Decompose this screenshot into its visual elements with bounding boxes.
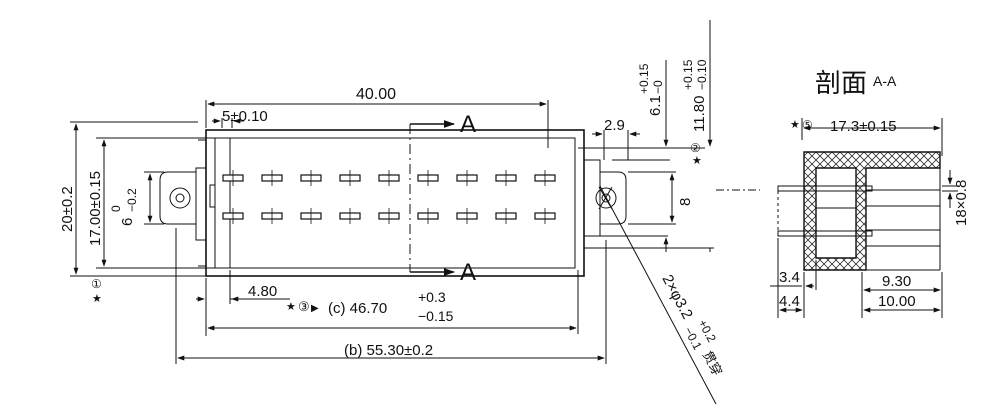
dim-11-8: 11.80 +0.15 −0.10 ② ★ bbox=[681, 20, 713, 252]
dim-20: 20±0.2 bbox=[59, 121, 206, 277]
dim-4-8: 4.80 bbox=[196, 270, 290, 336]
housing-outline bbox=[205, 129, 585, 277]
section-pin-lower bbox=[777, 230, 873, 237]
dim-4-4-text: 4.4 bbox=[779, 293, 800, 310]
dim-2-9: 2.9 bbox=[592, 117, 640, 160]
contact-pins bbox=[222, 170, 556, 224]
dim-11-8-upper: +0.15 bbox=[681, 59, 695, 90]
dim-6-text: 6 bbox=[119, 218, 136, 226]
dim-5-text: 5±0.10 bbox=[222, 108, 268, 125]
section-pin-upper bbox=[777, 185, 873, 192]
marker-5: ⑤ bbox=[802, 118, 813, 132]
dim-11-8-text: 11.80 bbox=[691, 96, 708, 132]
hole-callout-note: 贯穿 bbox=[700, 348, 725, 378]
dim-6-1-upper: +0.15 bbox=[637, 63, 651, 94]
section-title-suffix: A-A bbox=[873, 73, 897, 89]
dim-40: 40.00 bbox=[205, 86, 549, 148]
section-title: 剖面 bbox=[815, 68, 867, 98]
dim-11-8-lower: −0.10 bbox=[695, 59, 709, 90]
hole-callout: 2×φ3.2 +0.2 −0.1 贯穿 bbox=[599, 185, 725, 405]
dim-c-upper: +0.3 bbox=[418, 289, 446, 305]
right-mounting-ear bbox=[583, 159, 627, 237]
star-icon: ★ bbox=[790, 119, 800, 131]
dim-6: 6 0 −0.2 bbox=[109, 171, 164, 226]
arrow-right-icon: ▶ bbox=[311, 303, 319, 314]
dim-6-lower: −0.2 bbox=[125, 188, 139, 212]
dim-9-30-text: 9.30 bbox=[882, 273, 911, 290]
dim-c-text: (c) 46.70 bbox=[328, 300, 387, 317]
dim-3-4-text: 3.4 bbox=[779, 269, 800, 286]
dim-6-1: 6.1 +0.15 −0 bbox=[637, 60, 669, 252]
dim-8: 8 bbox=[669, 173, 694, 223]
marker-1: ① bbox=[91, 277, 102, 291]
marker-3: ③ bbox=[298, 299, 310, 314]
star-icon: ★ bbox=[692, 155, 702, 167]
dim-6-1-lower: −0 bbox=[651, 80, 665, 94]
dim-18x0-8-text: 18×0.8 bbox=[953, 180, 970, 226]
dim-6-1-text: 6.1 bbox=[647, 95, 664, 116]
dim-17-3-text: 17.3±0.15 bbox=[830, 118, 897, 135]
dim-10-00-text: 10.00 bbox=[878, 293, 916, 310]
hole-callout-text: 2×φ3.2 bbox=[658, 272, 695, 322]
dim-2-9-text: 2.9 bbox=[604, 117, 625, 134]
dim-b-text: (b) 55.30±0.2 bbox=[344, 342, 433, 359]
star-icon: ★ bbox=[286, 301, 296, 313]
dim-17-text: 17.00±0.15 bbox=[87, 171, 104, 246]
dim-c-lower: −0.15 bbox=[418, 308, 454, 324]
dim-17: 17.00±0.15 ① ★ bbox=[87, 137, 215, 305]
section-letter-top: A bbox=[460, 111, 476, 138]
section-view: 剖面 A-A ★ ⑤ 17.3±0.15 18×0.8 bbox=[770, 68, 970, 318]
section-letter-bottom: A bbox=[460, 259, 476, 286]
dim-40-text: 40.00 bbox=[356, 86, 396, 103]
left-mounting-ear bbox=[159, 171, 196, 225]
dim-6-upper: 0 bbox=[109, 205, 123, 212]
star-icon: ★ bbox=[92, 293, 102, 305]
front-view: A A 40.00 5±0.10 2.9 bbox=[59, 20, 725, 405]
section-cut-line: A A bbox=[409, 111, 476, 286]
dim-8-text: 8 bbox=[677, 198, 694, 206]
dim-b: (b) 55.30±0.2 bbox=[175, 228, 607, 364]
dim-4-8-text: 4.80 bbox=[248, 283, 277, 300]
dim-c: ★ ③ ▶ (c) 46.70 +0.3 −0.15 bbox=[207, 270, 579, 334]
dim-20-text: 20±0.2 bbox=[59, 186, 76, 232]
section-body bbox=[803, 151, 941, 271]
housing-inner-frame bbox=[214, 137, 576, 269]
marker-2: ② bbox=[690, 141, 701, 155]
dim-5: 5±0.10 bbox=[212, 108, 268, 128]
